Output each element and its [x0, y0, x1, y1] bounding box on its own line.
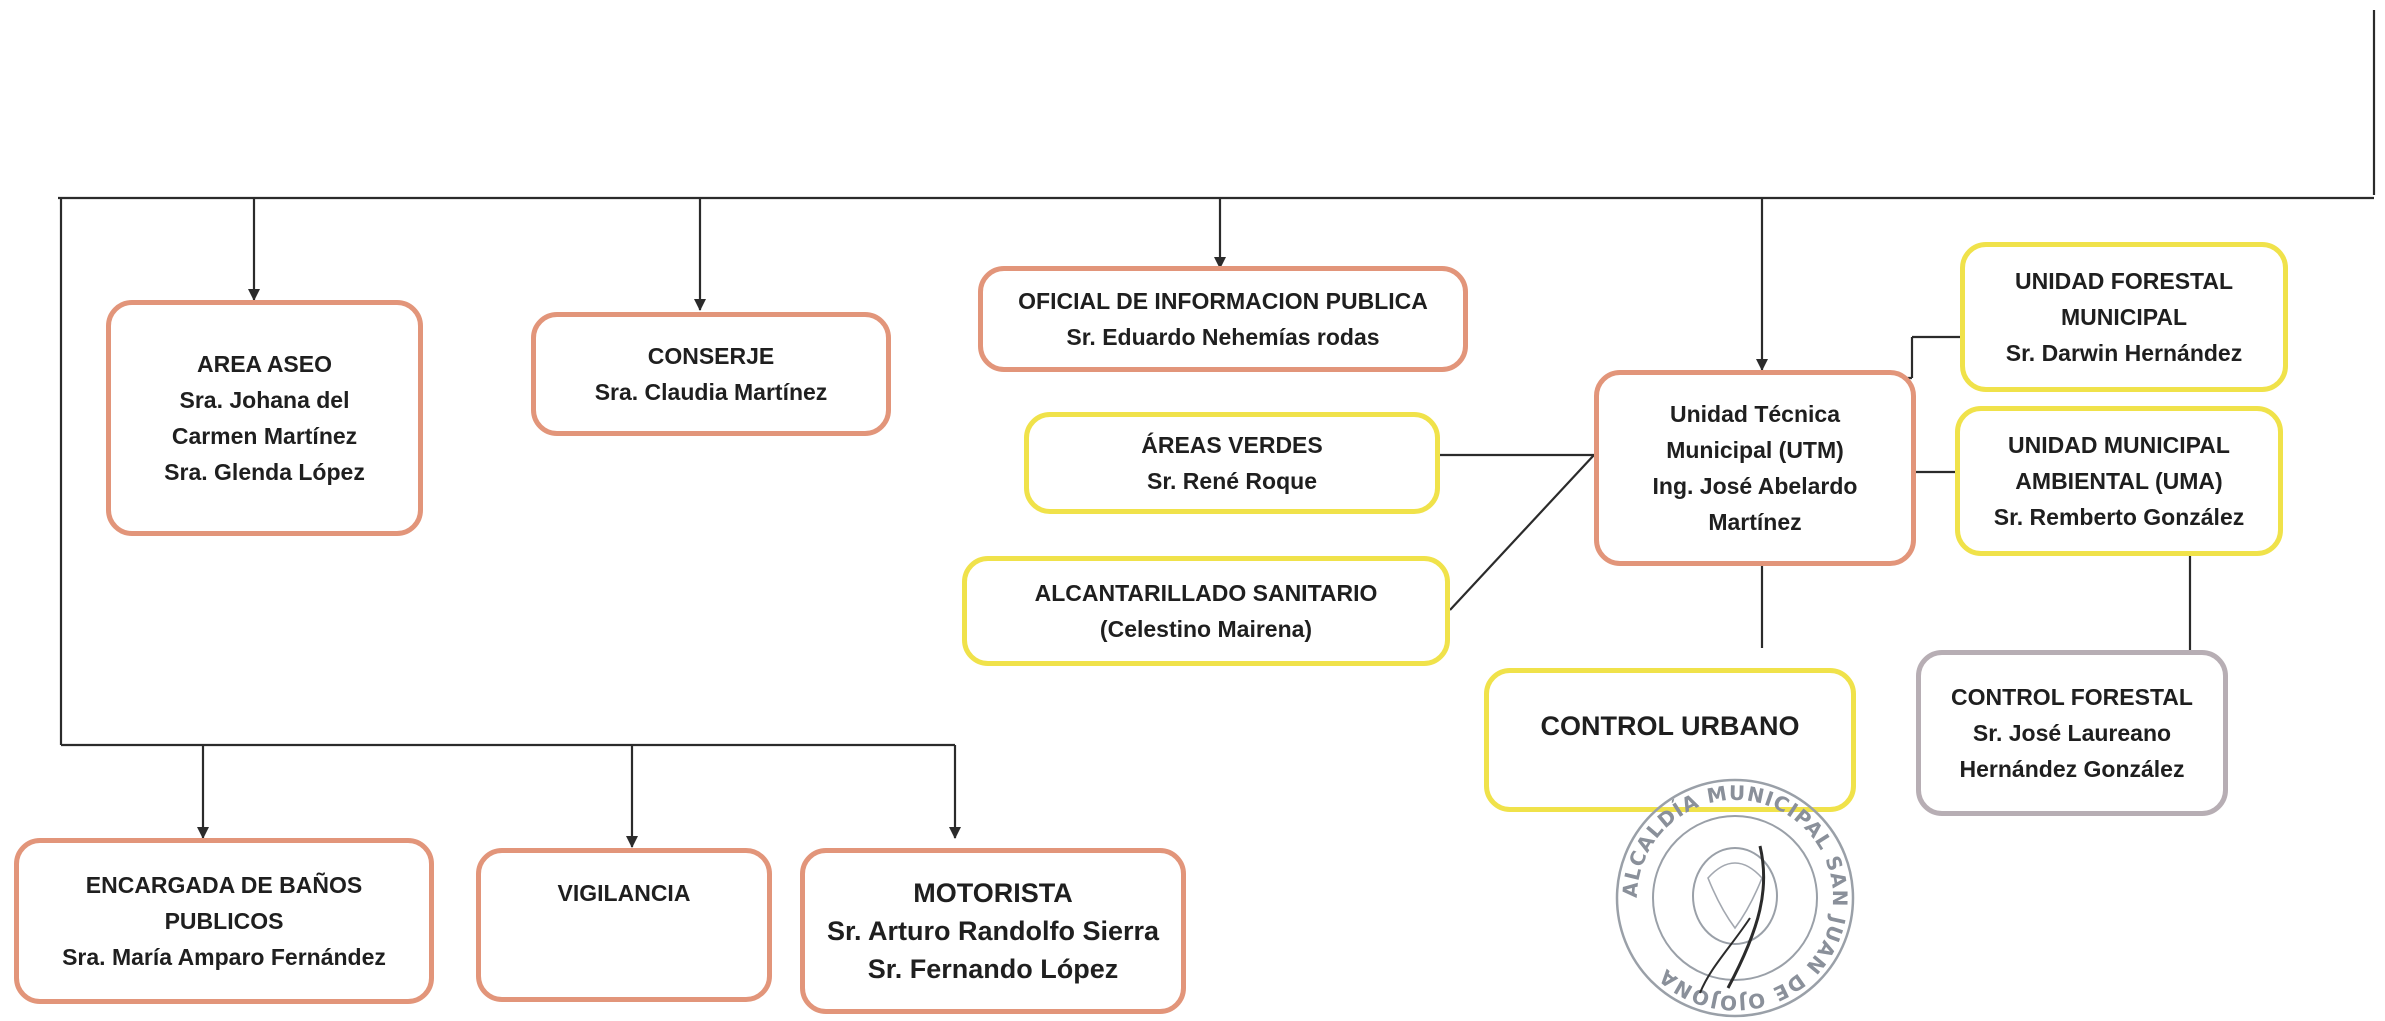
conserje-title: CONSERJE [647, 343, 775, 369]
oficial-informacion-title: OFICIAL DE INFORMACION PUBLICA [1018, 288, 1428, 314]
banos-publicos-box: ENCARGADA DE BAÑOS PUBLICOS Sra. María A… [14, 838, 434, 1004]
unidad-forestal-person: Sr. Darwin Hernández [2005, 340, 2243, 366]
banos-title-1: ENCARGADA DE BAÑOS [85, 872, 363, 898]
vigilancia-box: VIGILANCIA [476, 848, 772, 1002]
areas-verdes-person: Sr. René Roque [1147, 468, 1317, 494]
utm-line-4: Martínez [1708, 509, 1802, 535]
control-forestal-box: CONTROL FORESTAL Sr. José Laureano Herná… [1916, 650, 2228, 816]
control-urbano-box: CONTROL URBANO [1484, 668, 1856, 812]
conserje-person: Sra. Claudia Martínez [594, 379, 828, 405]
uma-box: UNIDAD MUNICIPAL AMBIENTAL (UMA) Sr. Rem… [1955, 406, 2283, 556]
alcantarillado-title: ALCANTARILLADO SANITARIO [1034, 580, 1378, 606]
control-forestal-line-2: Sr. José Laureano [1972, 720, 2172, 746]
area-aseo-line-3: Carmen Martínez [171, 423, 358, 449]
unidad-forestal-line-2: MUNICIPAL [2060, 304, 2188, 330]
uma-person: Sr. Remberto González [1993, 504, 2245, 530]
areas-verdes-title: ÁREAS VERDES [1141, 432, 1323, 458]
banos-title-2: PUBLICOS [164, 908, 284, 934]
banos-person: Sra. María Amparo Fernández [62, 944, 386, 970]
control-urbano-title: CONTROL URBANO [1540, 711, 1800, 741]
oficial-informacion-box: OFICIAL DE INFORMACION PUBLICA Sr. Eduar… [978, 266, 1468, 372]
unidad-forestal-box: UNIDAD FORESTAL MUNICIPAL Sr. Darwin Her… [1960, 242, 2288, 392]
uma-line-2: AMBIENTAL (UMA) [2015, 468, 2223, 494]
motorista-title: MOTORISTA [913, 878, 1073, 908]
area-aseo-line-2: Sra. Johana del [179, 387, 350, 413]
control-forestal-line-3: Hernández González [1959, 756, 2185, 782]
oficial-informacion-person: Sr. Eduardo Nehemías rodas [1066, 324, 1380, 350]
unidad-forestal-line-1: UNIDAD FORESTAL [2014, 268, 2234, 294]
motorista-person-2: Sr. Fernando López [867, 954, 1119, 984]
uma-line-1: UNIDAD MUNICIPAL [2008, 432, 2230, 458]
area-aseo-box: AREA ASEO Sra. Johana del Carmen Martíne… [106, 300, 423, 536]
area-aseo-line-4: Sra. Glenda López [164, 459, 365, 485]
utm-line-1: Unidad Técnica [1670, 401, 1840, 427]
motorista-person-1: Sr. Arturo Randolfo Sierra [826, 916, 1160, 946]
control-forestal-title: CONTROL FORESTAL [1951, 684, 2193, 710]
areas-verdes-box: ÁREAS VERDES Sr. René Roque [1024, 412, 1440, 514]
alcantarillado-person: (Celestino Mairena) [1099, 616, 1313, 642]
motorista-box: MOTORISTA Sr. Arturo Randolfo Sierra Sr.… [800, 848, 1186, 1014]
utm-line-3: Ing. José Abelardo [1652, 473, 1858, 499]
utm-box: Unidad Técnica Municipal (UTM) Ing. José… [1594, 370, 1916, 566]
vigilancia-title: VIGILANCIA [557, 880, 691, 906]
area-aseo-title: AREA ASEO [196, 351, 333, 377]
municipal-seal: ALCALDÍA MUNICIPAL SAN JUAN DE OJOJONA [1615, 778, 1855, 1018]
utm-line-2: Municipal (UTM) [1666, 437, 1844, 463]
alcantarillado-box: ALCANTARILLADO SANITARIO (Celestino Mair… [962, 556, 1450, 666]
conserje-box: CONSERJE Sra. Claudia Martínez [531, 312, 891, 436]
